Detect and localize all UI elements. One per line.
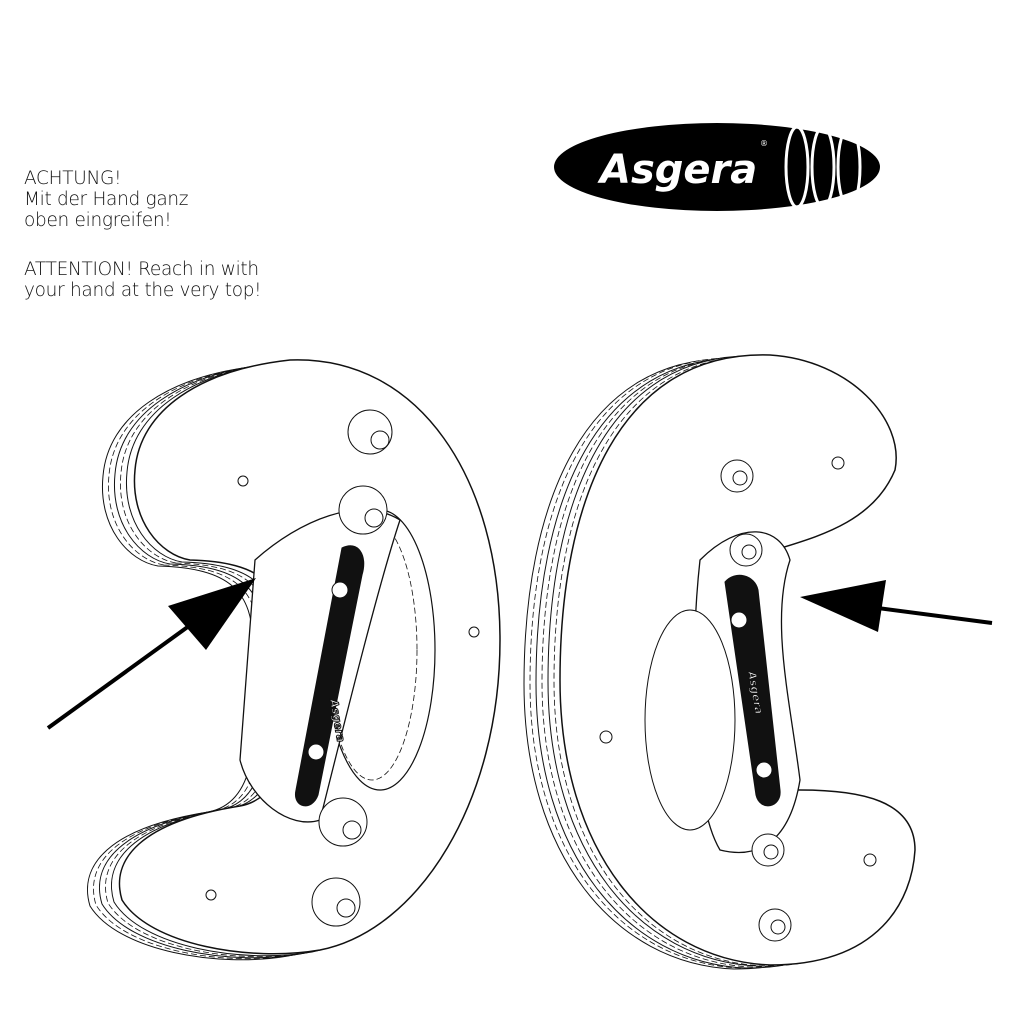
registered-mark: ® <box>760 139 768 148</box>
warning-english-line: ATTENTION! Reach in with <box>24 259 259 280</box>
bolt-icon <box>758 908 792 942</box>
warning-english-line: your hand at the very top! <box>24 280 262 301</box>
warning-english: ATTENTION! Reach in with your hand at th… <box>24 259 262 301</box>
handle-grip-pad <box>724 574 781 807</box>
bolt-icon <box>729 533 763 567</box>
asgera-logo: Asgera ® <box>554 123 880 211</box>
handle-grip-pad <box>295 545 365 807</box>
grip-hole <box>644 609 736 831</box>
bolt-icon <box>338 485 388 535</box>
warning-german: ACHTUNG! Mit der Hand ganz oben eingreif… <box>24 168 189 231</box>
arrow-icon <box>46 578 256 730</box>
warning-german-line: Mit der Hand ganz <box>24 189 189 210</box>
arrow-icon <box>800 580 993 632</box>
left-grip: Asgera <box>87 359 501 961</box>
warning-german-line: oben eingreifen! <box>24 210 172 231</box>
bolt-icon <box>311 877 361 927</box>
bolt-icon <box>751 833 785 867</box>
bolt-icon <box>318 797 368 847</box>
bolt-icon <box>347 409 393 455</box>
warning-german-line: ACHTUNG! <box>24 168 122 189</box>
logo-text: Asgera <box>597 147 757 193</box>
right-grip: Asgera <box>523 354 916 970</box>
bolt-icon <box>720 459 754 493</box>
